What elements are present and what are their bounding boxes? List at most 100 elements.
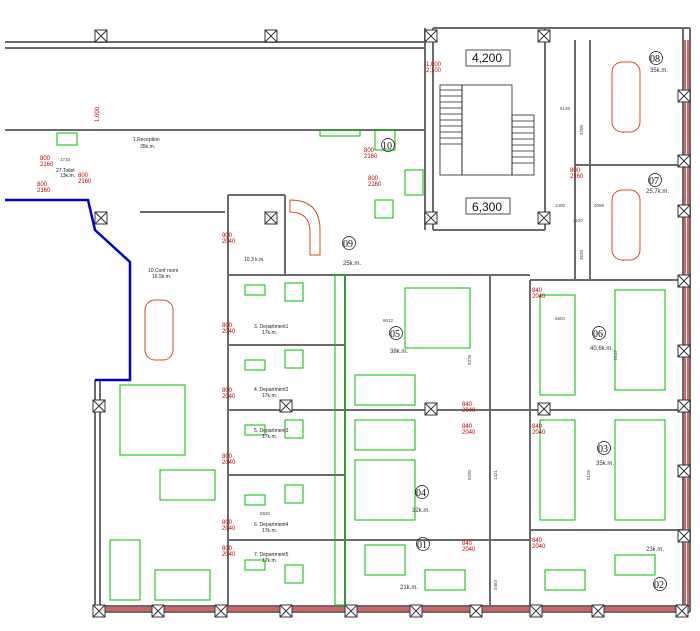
room-04-area: 32k.m. bbox=[412, 508, 430, 514]
walls bbox=[5, 27, 691, 613]
svg-text:2040: 2040 bbox=[222, 552, 236, 558]
svg-text:1710: 1710 bbox=[60, 157, 71, 162]
svg-text:840: 840 bbox=[462, 402, 473, 408]
svg-text:6604: 6604 bbox=[555, 316, 566, 321]
room-05-number: 05 bbox=[390, 329, 400, 340]
stair-level-lower: 6,300 bbox=[472, 200, 502, 214]
svg-text:1,000: 1,000 bbox=[95, 106, 101, 122]
svg-text:2160: 2160 bbox=[570, 174, 584, 180]
svg-text:2040: 2040 bbox=[222, 329, 236, 335]
room-02-area: 23k.m. bbox=[646, 547, 664, 553]
svg-text:800: 800 bbox=[364, 148, 375, 154]
area-conf: 16.5k.m. bbox=[152, 274, 171, 280]
room-03-number: 03 bbox=[598, 444, 608, 455]
label-reception: 1.Reception bbox=[133, 137, 160, 143]
svg-text:840: 840 bbox=[532, 288, 543, 294]
area-dept5: 17k.m. bbox=[262, 558, 277, 564]
area-dept3: 17k.m. bbox=[262, 434, 277, 440]
room-02-number: 02 bbox=[654, 580, 664, 591]
room-07-area: 25.7k.m. bbox=[646, 189, 669, 195]
svg-text:2040: 2040 bbox=[222, 526, 236, 532]
svg-text:800: 800 bbox=[222, 546, 233, 552]
furniture bbox=[56, 129, 666, 606]
area-reception: 35k.m. bbox=[140, 144, 155, 150]
svg-text:2040: 2040 bbox=[222, 239, 236, 245]
svg-text:900: 900 bbox=[222, 233, 233, 239]
svg-text:800: 800 bbox=[40, 156, 51, 162]
room-04-number: 04 bbox=[416, 488, 426, 499]
svg-text:2040: 2040 bbox=[532, 294, 546, 300]
room-09-number: 09 bbox=[343, 239, 353, 250]
svg-text:5378: 5378 bbox=[467, 354, 472, 365]
svg-text:800: 800 bbox=[37, 182, 48, 188]
conference-tables bbox=[144, 61, 641, 361]
svg-text:2040: 2040 bbox=[532, 544, 546, 550]
svg-text:1400: 1400 bbox=[555, 203, 566, 208]
room-01-area: 21k.m. bbox=[400, 585, 418, 591]
room-06-area: 40.6k.m. bbox=[590, 346, 613, 352]
exterior-window-band bbox=[100, 40, 689, 612]
door-tags: 1,000 1,000 2,100 800 2160 800 2160 800 … bbox=[37, 62, 584, 558]
svg-text:800: 800 bbox=[570, 168, 581, 174]
label-dept2: 4. Department2 bbox=[254, 387, 289, 393]
svg-text:2463: 2463 bbox=[493, 579, 498, 590]
svg-text:5532: 5532 bbox=[260, 511, 271, 516]
area-small: 10.3 k.m. bbox=[244, 257, 265, 263]
svg-text:4058: 4058 bbox=[594, 203, 605, 208]
room-08-area: 35k.m. bbox=[650, 68, 668, 74]
svg-text:2160: 2160 bbox=[364, 154, 378, 160]
svg-text:2160: 2160 bbox=[78, 179, 92, 185]
svg-text:2040: 2040 bbox=[462, 547, 476, 553]
svg-text:5330: 5330 bbox=[467, 469, 472, 480]
area-dept4: 17k.m. bbox=[262, 528, 277, 534]
room-01-number: 01 bbox=[417, 540, 427, 551]
svg-text:2160: 2160 bbox=[368, 182, 382, 188]
svg-text:800: 800 bbox=[222, 388, 233, 394]
svg-text:5126: 5126 bbox=[586, 469, 591, 480]
conf-room-partition bbox=[5, 198, 132, 382]
svg-text:6012: 6012 bbox=[383, 318, 394, 323]
svg-text:800: 800 bbox=[222, 323, 233, 329]
svg-text:1421: 1421 bbox=[493, 469, 498, 480]
svg-text:2040: 2040 bbox=[462, 408, 476, 414]
svg-text:2,100: 2,100 bbox=[426, 68, 442, 74]
label-dept3: 5. Department3 bbox=[254, 428, 289, 434]
svg-text:800: 800 bbox=[78, 173, 89, 179]
area-toilet: 13k.m. bbox=[60, 173, 75, 179]
area-dept2: 17k.m. bbox=[262, 393, 277, 399]
columns bbox=[92, 29, 691, 618]
svg-text:6136: 6136 bbox=[560, 106, 571, 111]
room-03-area: 35k.m. bbox=[596, 461, 614, 467]
label-toilet: 27.Toilet bbox=[56, 168, 75, 174]
svg-text:5147: 5147 bbox=[613, 349, 618, 360]
svg-text:800: 800 bbox=[368, 176, 379, 182]
svg-text:2040: 2040 bbox=[222, 460, 236, 466]
svg-text:2160: 2160 bbox=[40, 162, 54, 168]
room-10-number: 10 bbox=[382, 141, 392, 152]
room-labels: 1.Reception 35k.m. 27.Toilet 13k.m. 10.C… bbox=[56, 51, 669, 591]
staircase bbox=[439, 49, 535, 215]
svg-text:840: 840 bbox=[462, 541, 473, 547]
label-dept1: 3. Department1 bbox=[254, 324, 289, 330]
svg-text:800: 800 bbox=[222, 454, 233, 460]
svg-text:2040: 2040 bbox=[222, 394, 236, 400]
svg-text:3700: 3700 bbox=[579, 124, 584, 135]
svg-text:800: 800 bbox=[222, 520, 233, 526]
room-05-area: 38k.m. bbox=[390, 349, 408, 355]
dimension-labels: 6012 6604 6136 4058 1400 1710 5532 5378 … bbox=[60, 106, 618, 590]
svg-text:2040: 2040 bbox=[462, 430, 476, 436]
svg-text:1100: 1100 bbox=[573, 218, 583, 223]
svg-text:840: 840 bbox=[532, 424, 543, 430]
svg-text:840: 840 bbox=[532, 538, 543, 544]
label-conf: 10.Conf room bbox=[148, 268, 178, 274]
area-dept1: 17k.m. bbox=[262, 330, 277, 336]
svg-text:2040: 2040 bbox=[532, 430, 546, 436]
svg-text:2160: 2160 bbox=[37, 188, 51, 194]
svg-text:3620: 3620 bbox=[579, 249, 584, 260]
room-07-number: 07 bbox=[649, 176, 659, 187]
label-dept5: 7. Department5 bbox=[254, 552, 289, 558]
svg-text:840: 840 bbox=[462, 424, 473, 430]
label-dept4: 6. Department4 bbox=[254, 522, 289, 528]
room-09-area: 25k.m. bbox=[343, 261, 361, 267]
